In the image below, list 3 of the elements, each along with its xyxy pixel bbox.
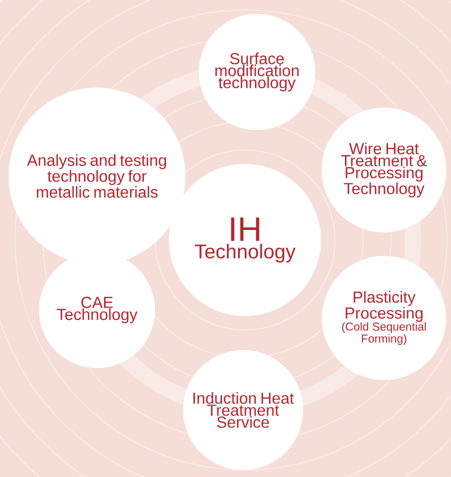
node-label: CAE Technology bbox=[56, 296, 138, 324]
node-label: Technology bbox=[194, 244, 296, 263]
node-label: IH bbox=[231, 217, 260, 241]
